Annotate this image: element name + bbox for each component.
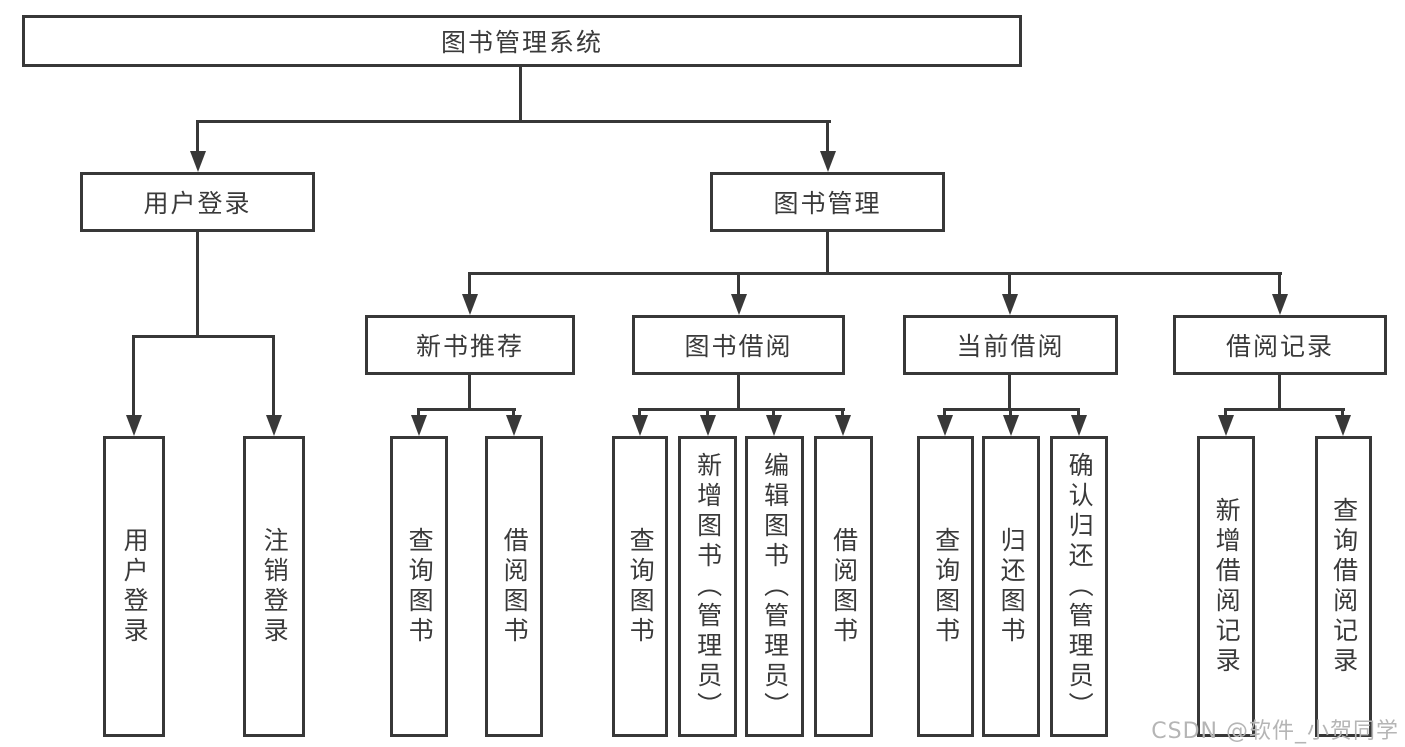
leaf-confirm-return-admin: 确认归还（管理员） [1050,436,1108,737]
connector-drop-current-borrow [1008,272,1011,294]
arrowhead [411,415,427,436]
node-book-management: 图书管理 [710,172,945,232]
node-label: 当前借阅 [956,332,1065,361]
leaf-label: 查询图书 [626,526,656,647]
connector-drop-new-book [468,272,471,294]
leaf-query-borrow-record: 查询借阅记录 [1315,436,1372,737]
connector-drop [512,408,515,415]
leaf-edit-books-admin: 编辑图书（管理员） [745,436,804,737]
connector-drop [706,408,709,415]
leaf-return-books: 归还图书 [982,436,1040,737]
leaf-label: 归还图书 [997,526,1027,647]
connector-root-bar [196,120,831,123]
connector-bookmgmt-stem [826,232,829,272]
leaf-borrow-books: 借阅图书 [814,436,873,737]
connector-drop-leaf-logout [272,335,275,415]
leaf-logout: 注销登录 [243,436,305,737]
leaf-borrow-books: 借阅图书 [485,436,543,737]
leaf-label: 查询图书 [931,526,961,647]
connector-drop-leaf-login [132,335,135,415]
connector-drop [417,408,420,415]
connector-newbook-stem [468,375,471,408]
leaf-label: 编辑图书（管理员） [760,451,790,722]
leaf-label: 查询图书 [405,526,435,647]
node-book-borrow: 图书借阅 [632,315,845,375]
arrowhead-user-login [190,151,206,172]
node-label: 图书管理 [773,189,882,218]
connector-drop-borrow-records [1278,272,1281,294]
arrowhead-book-borrow [731,294,747,315]
arrowhead [766,415,782,436]
leaf-query-books: 查询图书 [612,436,668,737]
arrowhead [1003,415,1019,436]
node-label: 用户登录 [143,189,252,218]
connector-userlogin-bar [132,335,275,338]
connector-borrowrecords-stem [1278,375,1281,408]
node-library-management-system: 图书管理系统 [22,15,1022,67]
connector-drop [1224,408,1227,415]
arrowhead [632,415,648,436]
leaf-label: 用户登录 [120,526,150,647]
leaf-add-books-admin: 新增图书（管理员） [678,436,737,737]
arrowhead [835,415,851,436]
arrowhead [1335,415,1351,436]
connector-newbook-bar [417,408,516,411]
connector-currentborrow-stem [1008,375,1011,408]
connector-drop-book-borrow [737,272,740,294]
arrowhead [506,415,522,436]
arrowhead-current-borrow [1002,294,1018,315]
node-label: 图书管理系统 [440,28,603,57]
arrowhead [937,415,953,436]
connector-drop [943,408,946,415]
leaf-query-books: 查询图书 [390,436,448,737]
connector-drop [1341,408,1344,415]
connector-bookborrow-bar [638,408,845,411]
connector-drop-book-management [826,120,829,152]
arrowhead [700,415,716,436]
leaf-label: 确认归还（管理员） [1065,451,1095,722]
node-label: 新书推荐 [415,332,524,361]
node-label: 图书借阅 [684,332,793,361]
node-label: 借阅记录 [1225,332,1334,361]
leaf-label: 新增图书（管理员） [693,451,723,722]
leaf-label: 借阅图书 [500,526,530,647]
arrowhead-leaf-login [126,415,142,436]
connector-bookborrow-stem [737,375,740,408]
leaf-label: 注销登录 [260,526,290,647]
connector-drop [1009,408,1012,415]
connector-borrowrecords-bar [1224,408,1345,411]
csdn-watermark: CSDN @软件_小贺同学 [1151,719,1399,744]
leaf-query-books: 查询图书 [917,436,974,737]
node-borrow-records: 借阅记录 [1173,315,1387,375]
arrowhead-borrow-records [1272,294,1288,315]
connector-drop [638,408,641,415]
connector-root-stem [519,66,522,120]
arrowhead-new-book [462,294,478,315]
connector-drop [1077,408,1080,415]
connector-bookmgmt-bar [468,272,1282,275]
connector-userlogin-stem [196,232,199,335]
node-current-borrow: 当前借阅 [903,315,1118,375]
arrowhead-book-management [820,151,836,172]
arrowhead [1218,415,1234,436]
leaf-user-login: 用户登录 [103,436,165,737]
arrowhead [1071,415,1087,436]
connector-drop [841,408,844,415]
arrowhead-leaf-logout [266,415,282,436]
connector-drop [772,408,775,415]
node-user-login: 用户登录 [80,172,315,232]
leaf-label: 查询借阅记录 [1329,496,1359,677]
node-new-book-recommend: 新书推荐 [365,315,575,375]
leaf-label: 借阅图书 [829,526,859,647]
leaf-add-borrow-record: 新增借阅记录 [1197,436,1255,737]
connector-drop-user-login [196,120,199,152]
leaf-label: 新增借阅记录 [1212,496,1242,677]
